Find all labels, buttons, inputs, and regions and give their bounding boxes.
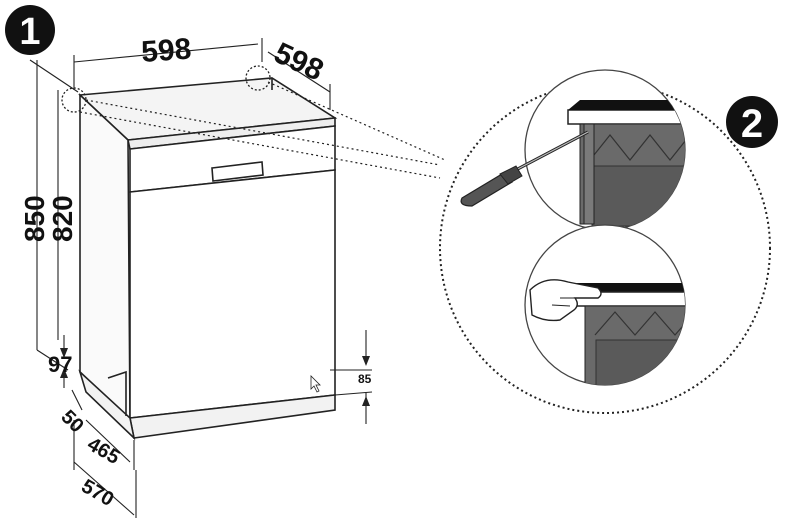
dimension-height-850-label: 850: [19, 195, 50, 242]
dimension-arrows: [60, 348, 370, 406]
cursor-icon: [310, 375, 321, 393]
detail-hand: [524, 224, 686, 386]
dimension-97-label: 97: [48, 352, 72, 377]
zoom-source-right: [245, 65, 271, 91]
hand-icon: [529, 279, 602, 322]
step-2-label: 2: [741, 102, 763, 146]
step-1-badge: 1: [5, 5, 55, 55]
screwdriver-icon: [460, 130, 589, 207]
dishwasher-body: [78, 77, 338, 441]
dimension-lines: [29, 38, 373, 518]
dimension-height-820-label: 820: [47, 195, 78, 242]
step-1-label: 1: [19, 11, 40, 53]
dimension-depth-label: 598: [269, 36, 328, 87]
dimension-50-label: 50: [56, 406, 87, 437]
step-2-badge: 2: [726, 96, 778, 148]
dimension-465-label: 465: [84, 433, 124, 469]
dimension-85-label: 85: [358, 372, 372, 386]
dimension-570-label: 570: [78, 475, 118, 511]
dimension-width-label: 598: [140, 33, 192, 69]
zoom-connectors: [79, 81, 446, 179]
